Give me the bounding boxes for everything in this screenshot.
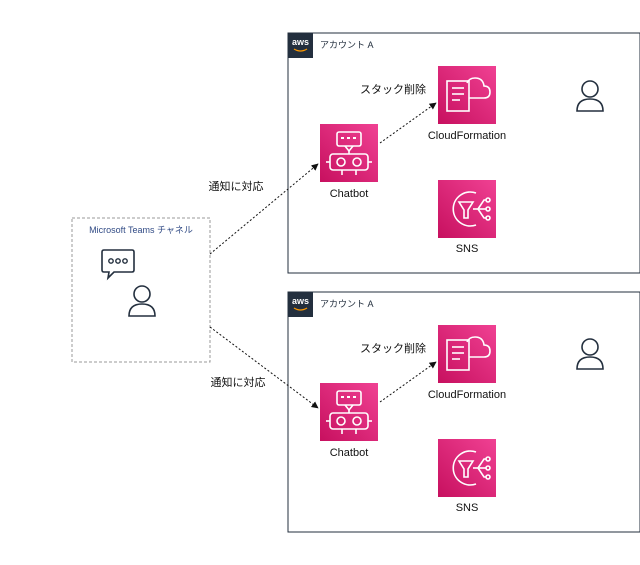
aws-logo-icon: aws <box>288 33 313 58</box>
delete-stack-label: スタック削除 <box>360 82 426 96</box>
sns-icon <box>438 180 496 238</box>
account-label: アカウント A <box>320 299 374 309</box>
aws-logo-icon: aws <box>288 292 313 317</box>
account-label: アカウント A <box>320 40 374 50</box>
notify-edge-2 <box>209 326 319 409</box>
chatbot-label: Chatbot <box>330 188 369 200</box>
notify-label-2: 通知に対応 <box>211 375 266 389</box>
sns-icon <box>438 439 496 497</box>
notify-label-1: 通知に対応 <box>209 179 264 193</box>
chatbot-label: Chatbot <box>330 447 369 459</box>
notify-edge-1 <box>209 163 319 255</box>
sns-label: SNS <box>456 502 479 514</box>
aws-account-group-2: aws アカウント A Chatbot <box>287 291 640 533</box>
chatbot-icon <box>320 124 378 182</box>
delete-stack-label: スタック削除 <box>360 341 426 355</box>
user-icon <box>576 338 604 370</box>
teams-channel-group: Microsoft Teams チャネル <box>71 217 211 363</box>
cloudformation-icon <box>438 325 496 383</box>
svg-text:aws: aws <box>292 296 309 306</box>
cloudformation-label: CloudFormation <box>428 130 506 142</box>
delete-stack-edge <box>379 361 437 403</box>
svg-text:aws: aws <box>292 37 309 47</box>
user-icon <box>576 80 604 112</box>
cloudformation-label: CloudFormation <box>428 389 506 401</box>
user-icon <box>128 285 156 317</box>
teams-channel-label: Microsoft Teams チャネル <box>89 225 193 235</box>
cloudformation-icon <box>438 66 496 124</box>
aws-account-group-1: aws アカウント A Chatbot <box>287 32 640 274</box>
sns-label: SNS <box>456 243 479 255</box>
chatbot-icon <box>320 383 378 441</box>
delete-stack-edge <box>379 102 437 144</box>
chat-bubble-icon <box>101 249 135 281</box>
